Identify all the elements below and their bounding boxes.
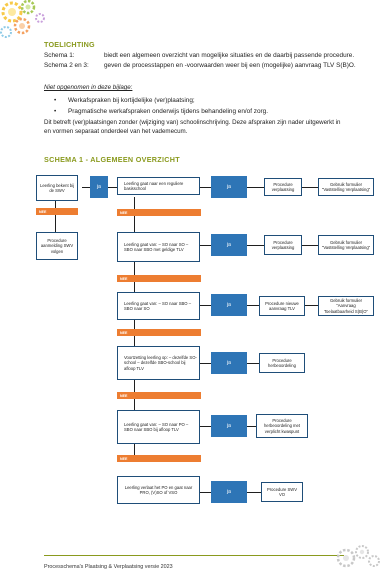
- ja-label: ja: [211, 234, 247, 256]
- niet-opgenomen-heading: Niet opgenomen in deze bijlage:: [44, 84, 133, 91]
- connector-line: [247, 187, 264, 188]
- schema-row-value: geven de processtappen en -voorwaarden w…: [104, 62, 356, 69]
- flow-procedure-box: Procedure SWV VO: [261, 482, 303, 502]
- connector-line: [82, 187, 95, 188]
- nee-label: NEE: [117, 392, 201, 399]
- flow-question-box: Leerling verlaat het PO en gaat naar PRO…: [117, 476, 200, 504]
- flow-question-text: Leerling gaat van: – SO naar SBO – SBO n…: [124, 300, 192, 311]
- connector-line: [247, 492, 261, 493]
- nee-label: NEE: [117, 209, 201, 216]
- gears-icon: [0, 0, 45, 38]
- connector-line: [247, 363, 259, 364]
- nee-label: NEE: [36, 208, 78, 215]
- connector-line: [200, 245, 211, 246]
- connector-line: [247, 426, 256, 427]
- connector-line: [105, 187, 118, 188]
- schema-row-key: Schema 2 en 3:: [44, 62, 89, 69]
- flow-procedure-box: Procedure herbeoordeling met verplicht k…: [256, 414, 308, 438]
- flow-form-text: Gebruik formulier "Vaststelling Verplaat…: [321, 181, 371, 192]
- connector-line: [200, 187, 211, 188]
- connector-line: [302, 245, 318, 246]
- ja-label: ja: [211, 415, 247, 437]
- connector-line: [247, 245, 264, 246]
- ja-label: ja: [90, 176, 108, 198]
- section-title-toelichting: TOELICHTING: [44, 40, 95, 49]
- schema-row-value: biedt een algemeen overzicht van mogelij…: [104, 52, 355, 59]
- footer-text: Processchema's Plaatsing & Verplaatsing …: [44, 564, 173, 570]
- schema-row-key: Schema 1:: [44, 52, 75, 59]
- schema-row-1: Schema 1: biedt een algemeen overzicht v…: [44, 52, 354, 59]
- paragraph-line: en vormen separaat onderdeel van het vad…: [44, 128, 188, 135]
- ja-label: ja: [211, 294, 247, 316]
- ja-label: ja: [211, 352, 247, 374]
- flow-question-text: Leerling gaat van: – SO naar PO – SBO na…: [124, 421, 189, 432]
- connector-line: [200, 492, 211, 493]
- flow-question-text: Leerling gaat van: – SO naar SO – SBO na…: [124, 241, 189, 252]
- connector-line: [134, 197, 135, 460]
- flow-procedure-box: Procedure nieuwe aanvraag TLV: [259, 296, 305, 316]
- flow-question-text: Leerling gaat naar een reguliere basissc…: [124, 180, 184, 191]
- gears-footer-icon: [336, 545, 380, 568]
- flow-question-text: Voortzetting leerling op: – dezelfde SO-…: [124, 355, 197, 371]
- section-title-schema1: SCHEMA 1 - ALGEMEEN OVERZICHT: [44, 155, 180, 164]
- flow-procedure-text: Procedure herbeoordeling: [268, 357, 296, 368]
- flow-question-box: Leerling gaat naar een reguliere basissc…: [117, 177, 200, 195]
- flow-start-no-text: Procedure aanmelding SWV volgen: [40, 238, 74, 254]
- connector-line: [200, 305, 211, 306]
- bullet-text: Werkafspraken bij kortijdelijke (ver)pla…: [68, 97, 195, 104]
- flow-procedure-box: Procedure verplaatsing: [264, 235, 302, 255]
- flow-form-text: Gebruik formulier "Vaststelling Verplaat…: [321, 239, 371, 250]
- flow-procedure-text: Procedure SWV VO: [266, 486, 298, 497]
- ja-label: ja: [211, 481, 247, 503]
- flow-procedure-text: Procedure herbeoordeling met verplicht k…: [263, 418, 301, 434]
- flow-procedure-text: Procedure verplaatsing: [271, 239, 295, 250]
- flow-form-box: Gebruik formulier "Vaststelling Verplaat…: [318, 235, 374, 255]
- footer-divider: [44, 555, 344, 556]
- bullet-text: Pragmatische werkafspraken onderwijs tij…: [68, 108, 268, 115]
- connector-line: [200, 426, 211, 427]
- flow-start-box: Leerling bekent bij de SWV: [36, 175, 78, 201]
- nee-label: NEE: [117, 329, 201, 336]
- flow-question-box: Leerling gaat van: – SO naar SO – SBO na…: [117, 232, 200, 262]
- flow-question-text: Leerling verlaat het PO en gaat naar PRO…: [124, 484, 193, 495]
- paragraph-line: Dit betreft (ver)plaatsingen zonder (wij…: [44, 119, 341, 126]
- connector-line: [305, 305, 318, 306]
- flow-start-text: Leerling bekent bij de SWV: [40, 182, 74, 193]
- flow-procedure-box: Procedure verplaatsing: [264, 178, 302, 196]
- connector-line: [200, 363, 211, 364]
- flow-question-box: Voortzetting leerling op: – dezelfde SO-…: [117, 346, 200, 380]
- connector-line: [247, 305, 259, 306]
- bullet-icon: •: [54, 108, 57, 115]
- flow-form-box: Gebruik formulier "Vaststelling Verplaat…: [318, 178, 374, 196]
- flow-procedure-text: Procedure verplaatsing: [271, 181, 295, 192]
- flow-form-box: Gebruik formulier "Aanvraag Toelaatbaarh…: [318, 296, 374, 316]
- flow-start-no-box: Procedure aanmelding SWV volgen: [36, 232, 78, 260]
- flow-question-box: Leerling gaat van: – SO naar PO – SBO na…: [117, 410, 200, 444]
- flow-question-box: Leerling gaat van: – SO naar SBO – SBO n…: [117, 292, 200, 320]
- flow-procedure-box: Procedure herbeoordeling: [259, 353, 305, 373]
- nee-label: NEE: [117, 455, 201, 462]
- ja-label: ja: [211, 176, 247, 198]
- nee-label: NEE: [117, 275, 201, 282]
- connector-line: [302, 187, 318, 188]
- schema-row-2: Schema 2 en 3: geven de processtappen en…: [44, 62, 356, 69]
- flow-procedure-text: Procedure nieuwe aanvraag TLV: [265, 300, 299, 311]
- flow-form-text: Gebruik formulier "Aanvraag Toelaatbaarh…: [323, 298, 369, 314]
- bullet-icon: •: [54, 97, 57, 104]
